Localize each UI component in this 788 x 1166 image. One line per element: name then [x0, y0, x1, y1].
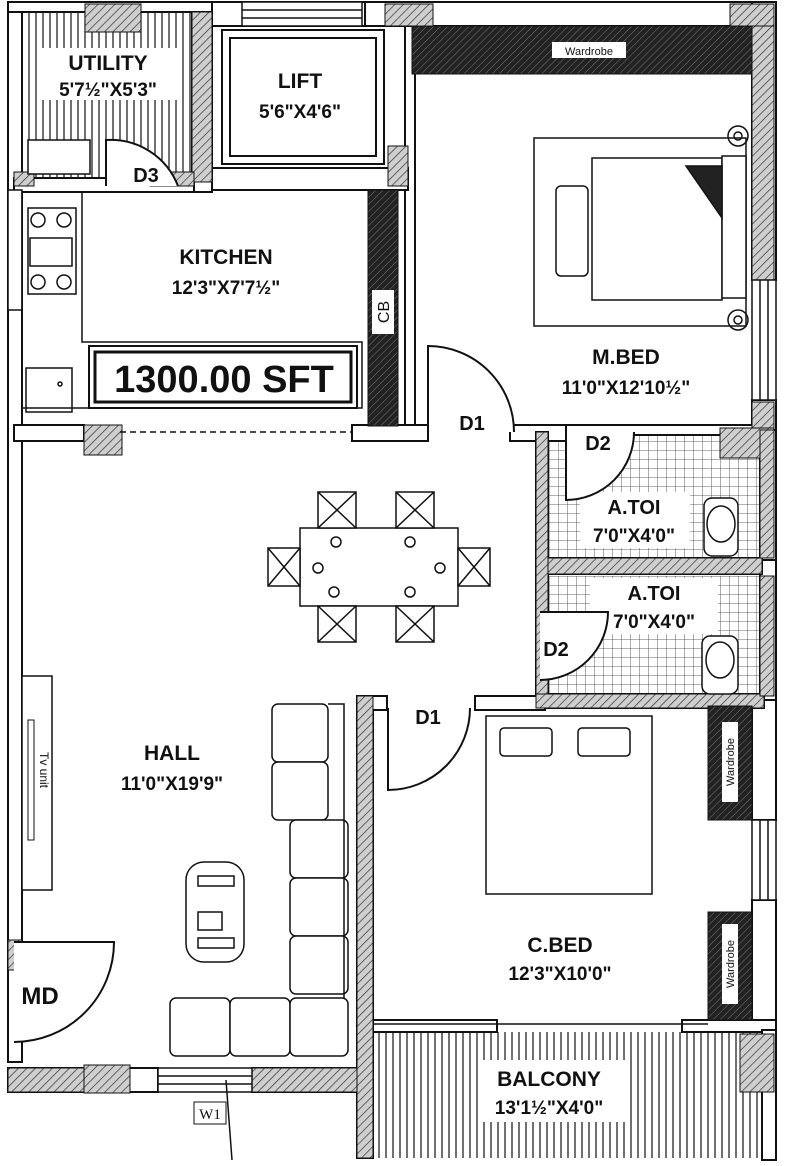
wardrobe-top-label: Wardrobe	[565, 46, 613, 58]
wardrobe-label-bg-2	[722, 924, 738, 1004]
door-d2-toi1: D2	[585, 433, 611, 455]
mbed-name: M.BED	[592, 346, 660, 369]
sofa	[169, 703, 349, 1057]
lift-size: 5'6"X4'6"	[259, 102, 341, 123]
hall-size: 11'0"X19'9"	[121, 774, 223, 795]
area-label: 1300.00 SFT	[114, 359, 334, 401]
wardrobe-label-bg-1	[722, 722, 738, 802]
door-swings	[13, 138, 635, 1043]
w1-marker	[225, 1079, 233, 1161]
balcony-label-bg	[478, 1060, 628, 1122]
mbed-size: 11'0"X12'10½"	[562, 378, 691, 399]
door-md: MD	[21, 983, 58, 1010]
w1-tag	[193, 1101, 227, 1125]
w1-label: W1	[199, 1107, 221, 1123]
hall-name: HALL	[144, 742, 200, 765]
children-bed	[373, 715, 708, 1025]
atoi-2-size: 7'0"X4'0"	[613, 612, 695, 633]
tv-screen	[27, 719, 35, 841]
door-d3: D3	[133, 165, 159, 187]
lift-shaft	[221, 29, 385, 165]
cb-label: CB	[376, 301, 393, 323]
tv-unit	[21, 675, 53, 891]
area-box-outer	[88, 345, 358, 409]
lift-name: LIFT	[278, 70, 322, 93]
wardrobe-cbed-label-2: Wardrobe	[725, 940, 737, 988]
toilet-1-label-bg	[580, 492, 690, 548]
windows	[7, 1, 777, 1093]
cb-label-bg	[372, 290, 394, 334]
cbed-size: 12'3"X10'0"	[508, 964, 611, 985]
wall-hatch-blocks	[7, 3, 775, 1159]
atoi-1-name: A.TOI	[608, 497, 661, 519]
wardrobe-cbed-label-1: Wardrobe	[725, 738, 737, 786]
dining-set	[267, 491, 491, 643]
cbed-name: C.BED	[527, 934, 592, 957]
door-d1-mbed: D1	[459, 413, 485, 435]
utility-size: 5'7½"X5'3"	[59, 80, 157, 101]
kitchen-name: KITCHEN	[179, 246, 272, 269]
master-bed	[533, 125, 749, 331]
wardrobe-label-bg-top	[552, 42, 626, 58]
utility-name: UTILITY	[68, 52, 147, 75]
atoi-2-name: A.TOI	[628, 583, 681, 605]
balcony-size: 13'1½"X4'0"	[495, 1098, 603, 1119]
balcony-name: BALCONY	[497, 1068, 601, 1091]
toilet-fixtures	[27, 139, 739, 695]
kitchen-counter	[21, 191, 363, 433]
toilet-2-label-bg	[590, 578, 718, 634]
tv-unit-label: Tv unit	[37, 752, 51, 789]
kitchen-size: 12'3"X7'7½"	[172, 278, 280, 299]
door-d1-cbed: D1	[415, 707, 441, 729]
utility-label-bg	[38, 48, 178, 100]
door-d2-toi2: D2	[543, 639, 569, 661]
atoi-1-size: 7'0"X4'0"	[593, 526, 675, 547]
area-box-inner	[93, 350, 353, 404]
